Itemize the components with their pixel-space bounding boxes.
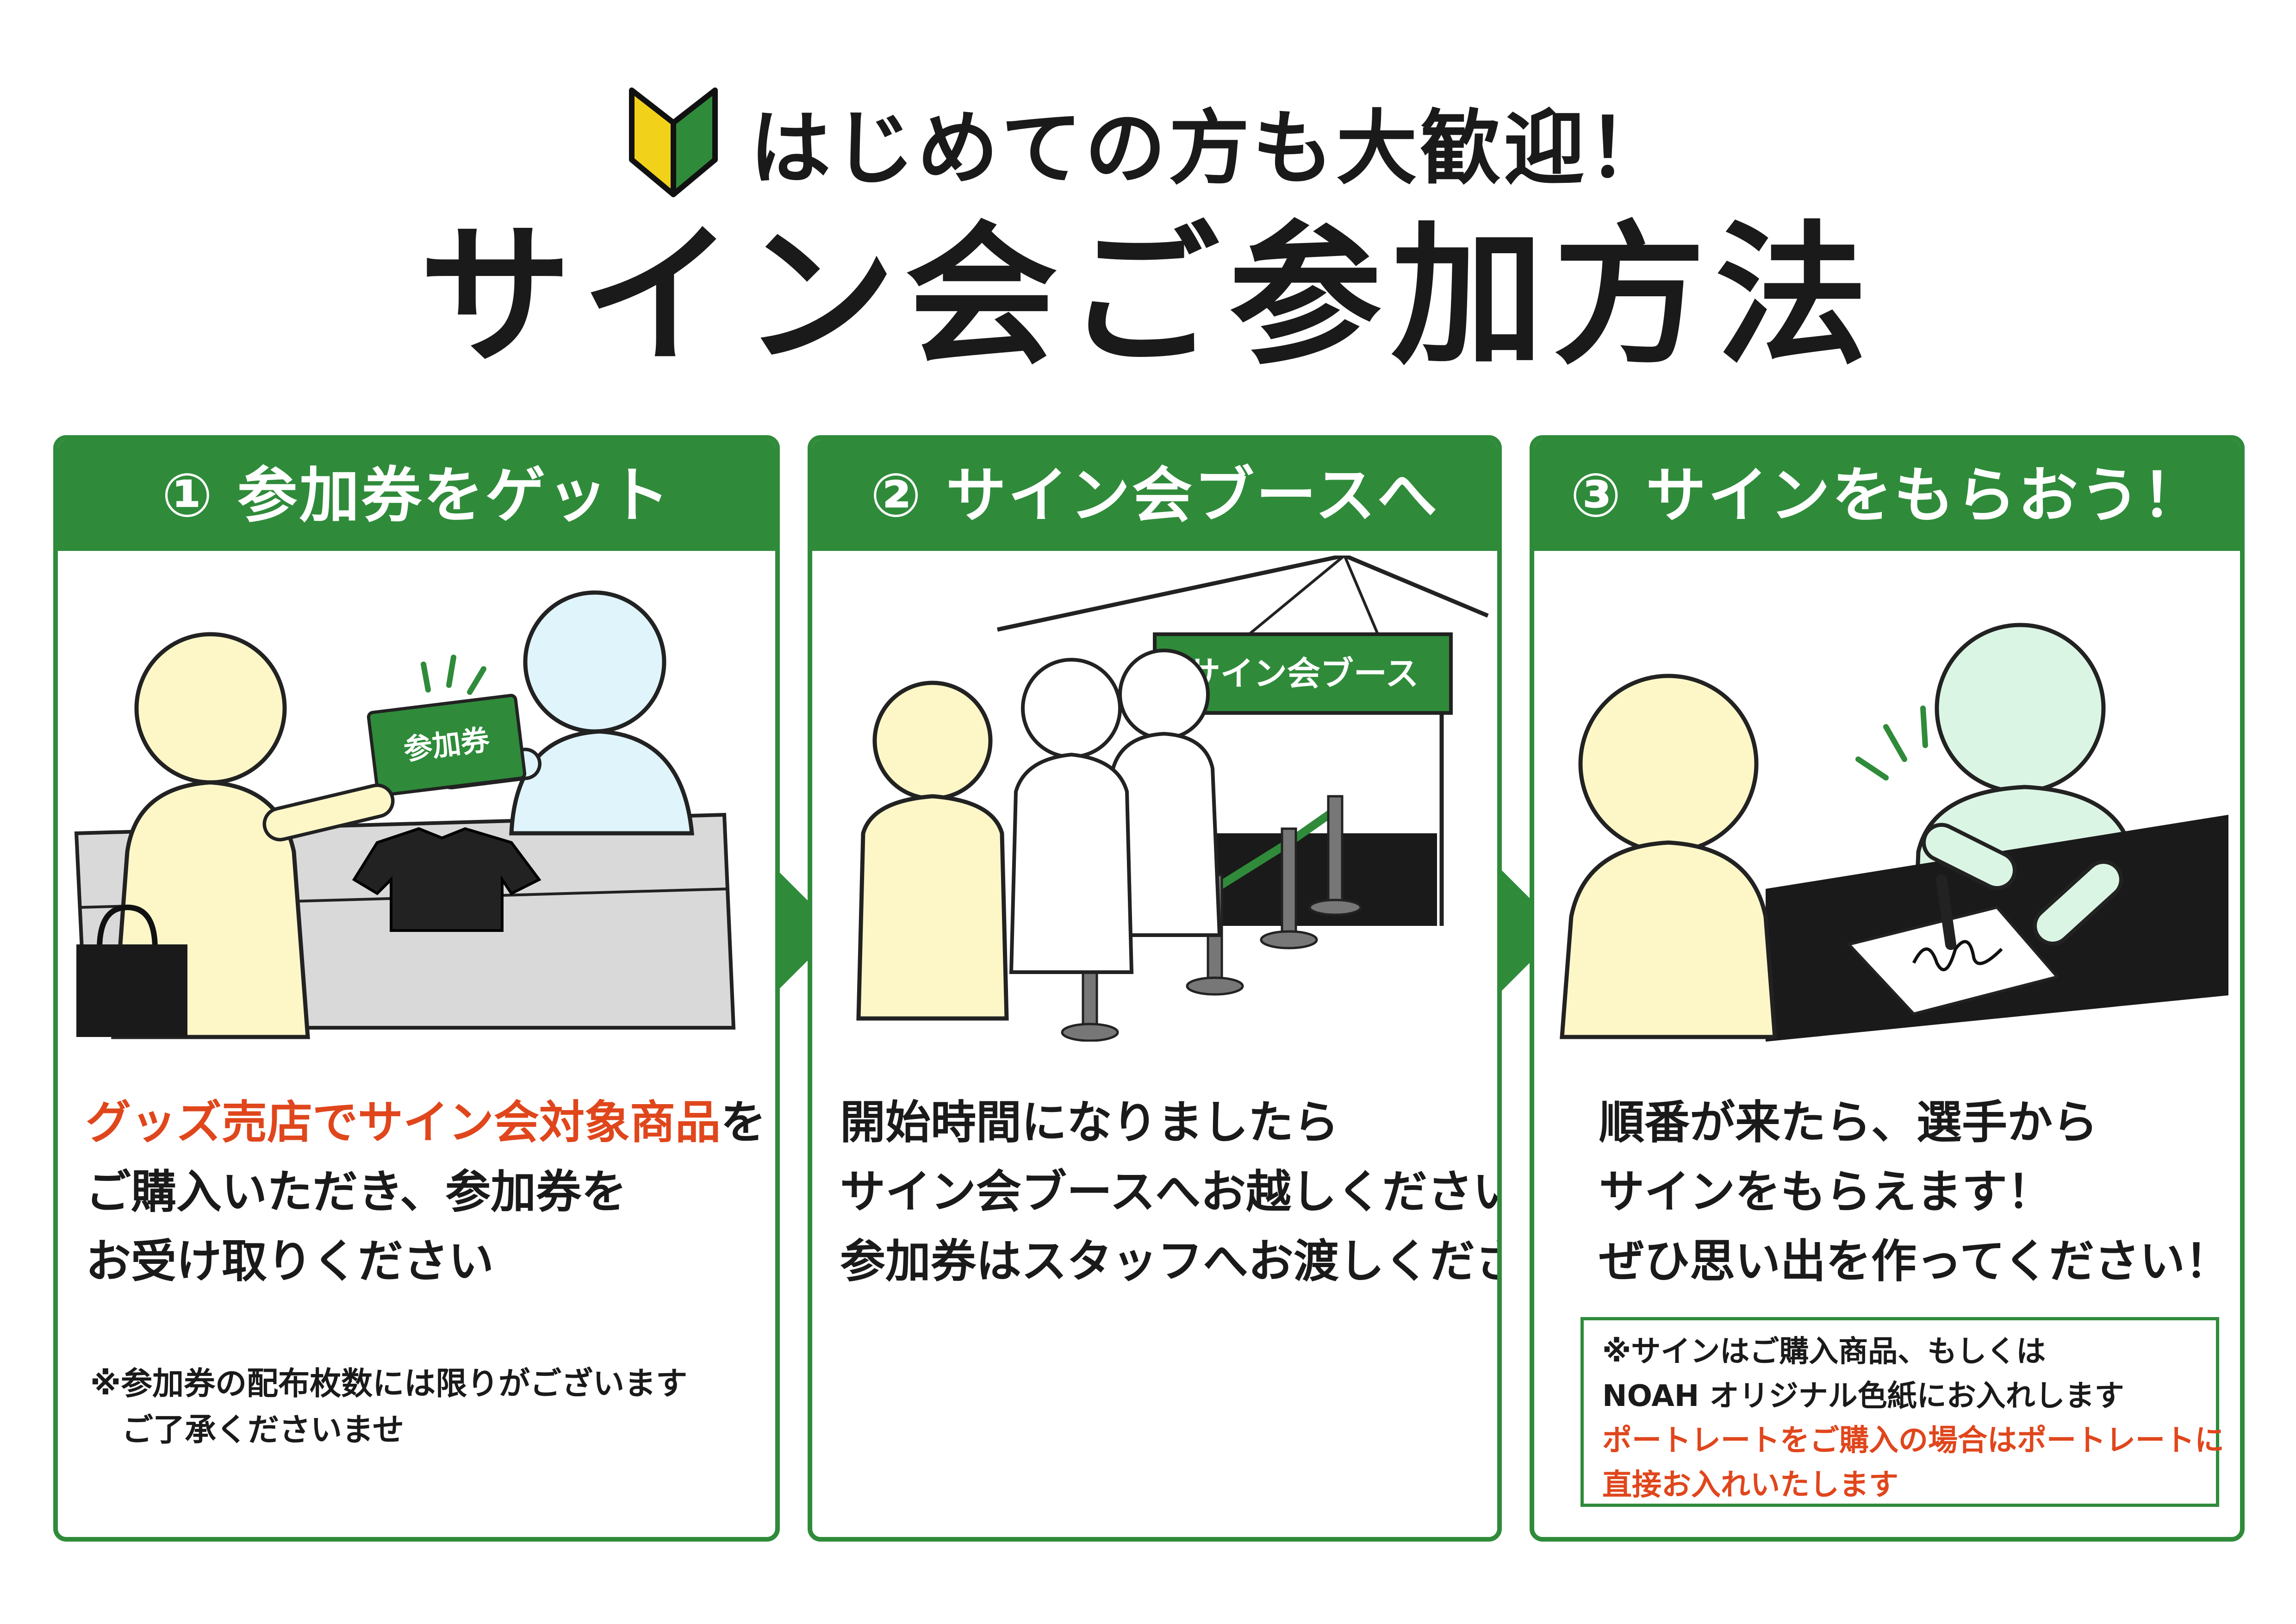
step-2-body: 開始時間になりましたら サイン会ブースへお越しください！ 参加券はスタッフへお渡… (840, 1088, 1502, 1296)
step-1-illustration: 参加券 (74, 590, 736, 1039)
page-title: サイン会ご参加方法 (419, 207, 1877, 385)
step-1-note: ※参加券の配布枚数には限りがございます ご了承くださいませ (90, 1361, 687, 1454)
step-3-note-line-1: ※サインはご購入商品、もしくは (1602, 1335, 2046, 1369)
step-3-body-line-1: 順番が来たら、選手から (1599, 1096, 2098, 1149)
step-3-note-red-line-2: 直接お入れいたします (1602, 1468, 1898, 1502)
step-3-body-line-2: サインをもらえます！ (1599, 1166, 2053, 1218)
beginner-mark-icon (629, 87, 718, 197)
step-1-panel: ① 参加券をゲット 参加券 グッズ売店でサイン会対象商品を ご購入いただき、参加… (53, 435, 780, 1542)
step-2-illustration: サイン会ブース (856, 556, 1489, 1042)
step-1-body-highlight: グッズ売店でサイン会対象商品 (86, 1096, 721, 1149)
step-1-note-line-2: ご了承くださいませ (90, 1412, 404, 1449)
step-3-heading: ③ サインをもらおう！ (1534, 440, 2240, 551)
step-3-note-line-2: NOAH オリジナル色紙にお入れします (1602, 1379, 2124, 1413)
header: はじめての方も大歓迎！ (0, 83, 2296, 199)
step-2-heading: ② サイン会ブースへ (812, 440, 1497, 551)
page-subtitle: はじめての方も大歓迎！ (750, 101, 1671, 196)
step-1-note-line-1: ※参加券の配布枚数には限りがございます (90, 1366, 688, 1402)
step-3-illustration (1560, 623, 2228, 1042)
step-3-note-box: ※サインはご購入商品、もしくは NOAH オリジナル色紙にお入れします ポートレ… (1580, 1317, 2224, 1507)
booth-sign-label: サイン会ブース (1187, 654, 1419, 693)
step-1-body-line-2: ご購入いただき、参加券を (86, 1166, 627, 1218)
step-2-body-line-2: サイン会ブースへお越しください！ (840, 1166, 1502, 1218)
step-1-body-line-1-rest: を (721, 1096, 766, 1149)
step-2-body-line-1: 開始時間になりましたら (840, 1096, 1339, 1149)
step-3-body: 順番が来たら、選手から サインをもらえます！ ぜひ思い出を作ってください！ (1599, 1088, 2231, 1296)
step-1-body: グッズ売店でサイン会対象商品を ご購入いただき、参加券を お受け取りください (86, 1088, 766, 1296)
step-3-panel: ③ サインをもらおう！ 順番が来たら、選手から サインをもらえます！ ぜひ思い出… (1530, 435, 2245, 1542)
step-2-panel: ② サイン会ブースへ サイン会ブース 開始時間になりましたら (808, 435, 1502, 1542)
step-2-body-line-3: 参加券はスタッフへお渡しください (840, 1235, 1502, 1288)
ticket: 参加券 (367, 693, 527, 797)
step-1-heading: ① 参加券をゲット (58, 440, 775, 551)
step-3-note-red-line-1: ポートレートをご購入の場合はポートレートに (1602, 1424, 2224, 1458)
step-3-body-line-3: ぜひ思い出を作ってください！ (1599, 1235, 2231, 1288)
step-1-body-line-3: お受け取りください (86, 1235, 494, 1288)
